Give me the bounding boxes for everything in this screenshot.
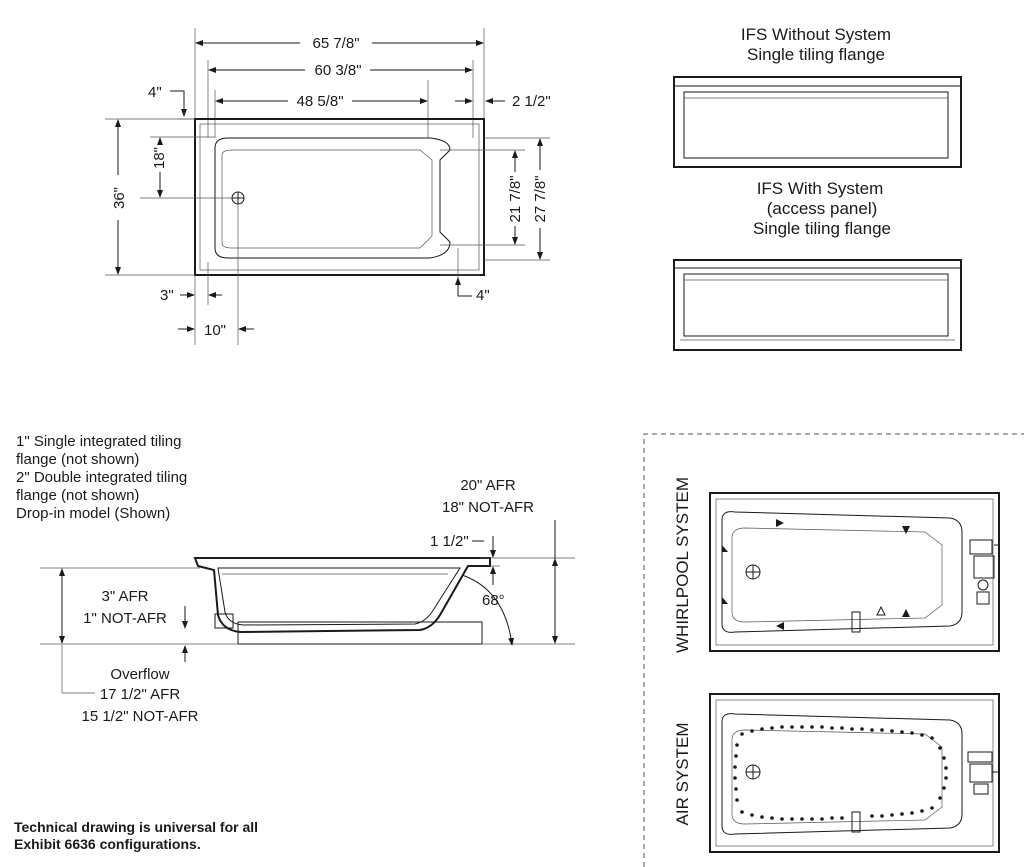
rim-dim: 1 1/2"	[430, 533, 469, 550]
dim-inner-length: 60 3/8"	[314, 62, 361, 79]
dim-drain-from-edge: 18"	[151, 147, 168, 169]
dim-right-offset: 2 1/2"	[512, 93, 551, 110]
note-line-3: 2" Double integrated tiling	[16, 469, 187, 486]
note-line-5: Drop-in model (Shown)	[16, 505, 170, 522]
whirlpool-system-view: WHIRLPOOL SYSTEM	[673, 477, 1000, 653]
footer-line-1: Technical drawing is universal for all	[14, 819, 258, 835]
dim-left-offset: 3"	[160, 287, 174, 304]
note-line-4: flange (not shown)	[16, 487, 139, 504]
flange-subtitle-with-2: Single tiling flange	[753, 219, 891, 238]
overflow-label: Overflow	[110, 666, 169, 683]
flange-subtitle-without: Single tiling flange	[747, 45, 885, 64]
divider-dashed	[643, 433, 1024, 867]
total-height-not-afr: 18" NOT-AFR	[442, 499, 534, 516]
dim-basin-length: 48 5/8"	[296, 93, 343, 110]
note-line-2: flange (not shown)	[16, 451, 139, 468]
plan-view: 65 7/8" 60 3/8" 48 5/8" 2 1/2" 4" 36"	[105, 28, 551, 345]
air-system-view: AIR SYSTEM	[673, 693, 1000, 853]
note-line-1: 1" Single integrated tiling	[16, 433, 181, 450]
overflow-not-afr: 15 1/2" NOT-AFR	[81, 708, 198, 725]
air-label: AIR SYSTEM	[673, 723, 692, 826]
flange-title-without: IFS Without System	[741, 25, 891, 44]
base-afr: 3" AFR	[101, 588, 148, 605]
dim-drain-from-end: 10"	[204, 322, 226, 339]
flange-title-with: IFS With System	[757, 179, 884, 198]
flange-subtitle-with-1: (access panel)	[767, 199, 878, 218]
base-not-afr: 1" NOT-AFR	[83, 610, 167, 627]
dim-bottom-offset: 4"	[476, 287, 490, 304]
overflow-afr: 17 1/2" AFR	[100, 686, 181, 703]
flange-view-with-system: IFS With System (access panel) Single ti…	[673, 179, 962, 351]
whirlpool-label: WHIRLPOOL SYSTEM	[673, 477, 692, 653]
dim-overall-width: 36"	[111, 187, 128, 209]
dim-overall-length: 65 7/8"	[312, 35, 359, 52]
flange-view-without-system: IFS Without System Single tiling flange	[673, 25, 962, 168]
dim-top-offset: 4"	[148, 84, 162, 101]
total-height-afr: 20" AFR	[460, 477, 516, 494]
dim-inner-width: 27 7/8"	[532, 175, 549, 222]
footer-line-2: Exhibit 6636 configurations.	[14, 836, 201, 852]
angle-dim: 68°	[482, 592, 505, 609]
section-view: 1" Single integrated tiling flange (not …	[16, 433, 575, 725]
dim-basin-width: 21 7/8"	[507, 175, 524, 222]
